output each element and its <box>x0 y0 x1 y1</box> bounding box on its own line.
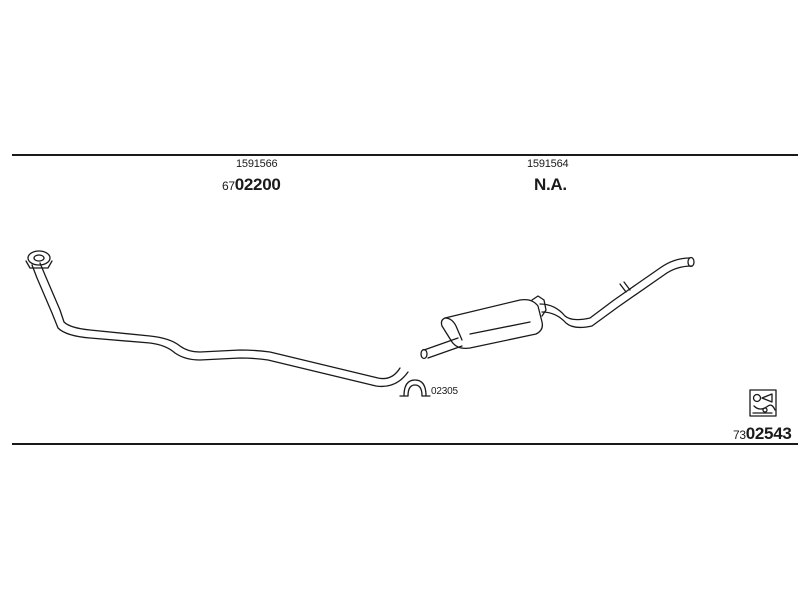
clamp-part-number: 02305 <box>431 386 458 397</box>
rear-silencer-oe-number: 1591564 <box>527 158 569 170</box>
kit-prefix: 73 <box>733 428 746 442</box>
front-pipe-prefix: 67 <box>222 179 235 193</box>
rear-silencer-part-number: N.A. <box>534 175 567 194</box>
kit-number: 02543 <box>745 424 792 443</box>
front-pipe-part-number: 6702200 <box>222 176 281 193</box>
bottom-rule <box>12 443 798 445</box>
front-pipe-number: 02200 <box>234 175 281 194</box>
rear-silencer-drawing <box>420 256 695 360</box>
front-pipe-oe-number: 1591566 <box>236 158 278 170</box>
top-rule <box>12 154 798 156</box>
front-pipe-drawing <box>25 250 409 388</box>
clamp-drawing <box>399 379 431 397</box>
catalogue-symbol-icon <box>749 389 777 417</box>
kit-part-number: 7302543 <box>733 425 792 442</box>
